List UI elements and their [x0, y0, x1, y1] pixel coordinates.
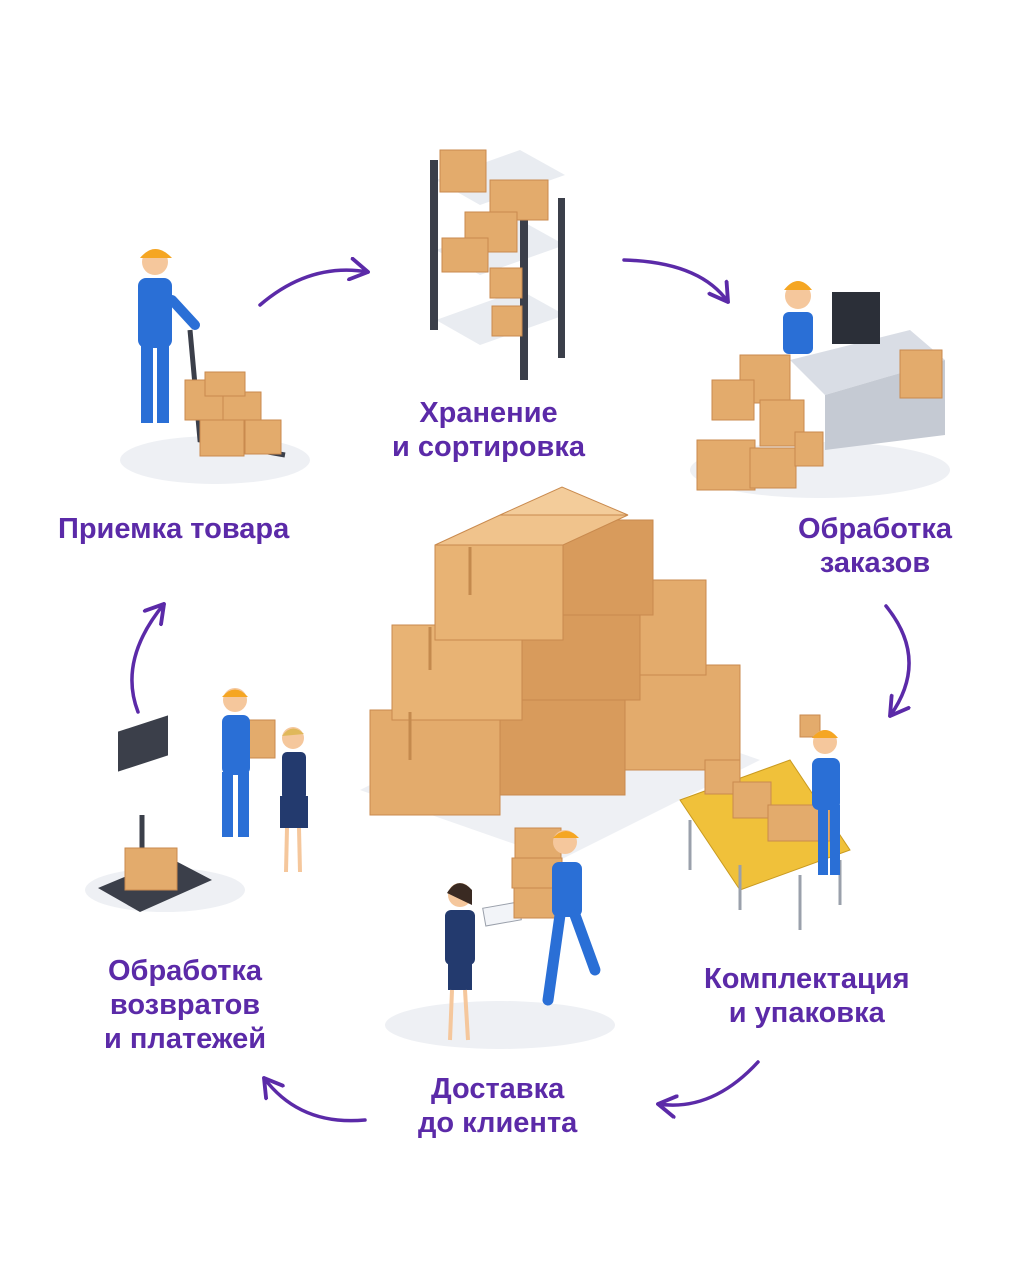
operator-desk-icon: [690, 281, 950, 498]
pallet-jack-worker-icon: [120, 249, 310, 484]
scale-returns-icon: [85, 688, 308, 912]
conveyor-packing-icon: [679, 714, 851, 930]
stage-label-line: и сортировка: [392, 431, 585, 463]
stage-label-line: Комплектация: [704, 963, 910, 995]
cycle-arrows: [130, 258, 911, 1123]
arrow-storage-to-orders: [622, 258, 728, 302]
stage-label-orders: Обработка заказов: [798, 512, 952, 580]
stage-label-line: и упаковка: [728, 997, 885, 1029]
stage-label-receiving: Приемка товара: [58, 512, 289, 546]
stage-label-line: и платежей: [104, 1023, 267, 1055]
stage-label-returns: Обработка возвратов и платежей: [104, 954, 266, 1056]
stage-label-line: Хранение: [419, 397, 558, 429]
stage-label-line: Приемка товара: [58, 513, 290, 545]
stage-label-line: Обработка: [107, 955, 263, 987]
courier-delivery-icon: [385, 827, 615, 1049]
stage-label-line: возвратов: [109, 989, 261, 1021]
arrow-returns-to-receiving: [130, 604, 164, 714]
storage-shelf-icon: [430, 149, 565, 380]
arrow-delivery-to-returns: [264, 1078, 367, 1123]
stage-label-delivery: Доставка до клиента: [418, 1072, 577, 1140]
stage-label-storage: Хранение и сортировка: [392, 396, 585, 464]
stage-label-line: до клиента: [418, 1107, 578, 1139]
stage-label-line: Обработка: [798, 513, 953, 545]
arrow-orders-to-packing: [884, 604, 911, 716]
stage-label-packing: Комплектация и упаковка: [704, 962, 910, 1030]
stage-label-line: Доставка: [431, 1073, 565, 1105]
stage-label-line: заказов: [819, 547, 931, 579]
box-stack-icon: [360, 486, 760, 860]
arrow-receiving-to-storage: [258, 270, 368, 307]
arrow-packing-to-delivery: [658, 1060, 760, 1105]
